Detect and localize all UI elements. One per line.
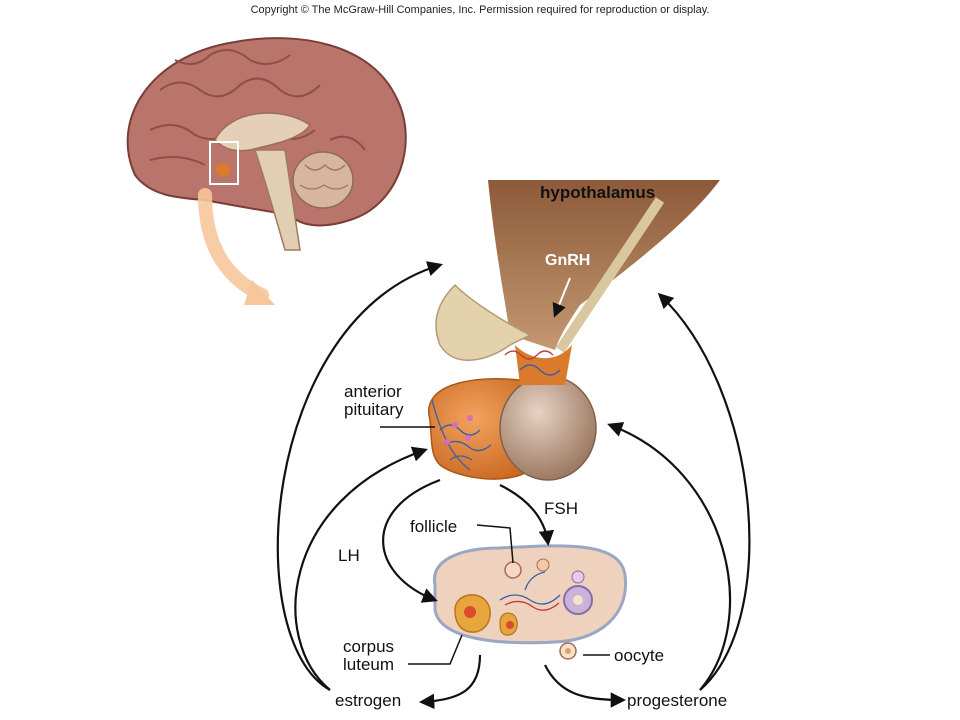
oocyte-label: oocyte xyxy=(614,646,665,665)
progesterone-feedback-inner-arrow xyxy=(607,422,732,691)
anterior-pituitary-label-line1: anterior xyxy=(344,382,402,401)
fsh-arrow xyxy=(499,484,555,547)
estrogen-feedback-inner-arrow xyxy=(294,446,428,691)
follicle-label: follicle xyxy=(410,517,458,536)
hypothalamus-illustration xyxy=(435,180,720,361)
hypothalamus-label: hypothalamus xyxy=(540,183,656,202)
corpus-luteum-label-line1: corpus xyxy=(343,637,395,656)
copyright-notice: Copyright © The McGraw-Hill Companies, I… xyxy=(250,4,710,16)
ovary-illustration xyxy=(433,544,628,660)
fsh-label: FSH xyxy=(544,499,578,518)
estrogen-feedback-outer-arrow xyxy=(276,261,443,691)
lh-label: LH xyxy=(338,546,360,565)
progesterone-label: progesterone xyxy=(627,691,728,710)
corpus-luteum-label-line2: luteum xyxy=(343,655,395,674)
gnrh-label: GnRH xyxy=(545,252,591,269)
anterior-pituitary-label-line2: pituitary xyxy=(344,400,404,419)
ovary-to-estrogen-arrow xyxy=(418,654,482,710)
progesterone-feedback-outer-arrow xyxy=(657,292,751,691)
ovary-to-progesterone-arrow xyxy=(544,664,627,708)
lh-arrow xyxy=(382,478,441,603)
pituitary-illustration xyxy=(427,345,597,481)
leader-lines xyxy=(380,277,610,665)
estrogen-label: estrogen xyxy=(335,691,402,710)
brain-illustration xyxy=(126,37,407,305)
